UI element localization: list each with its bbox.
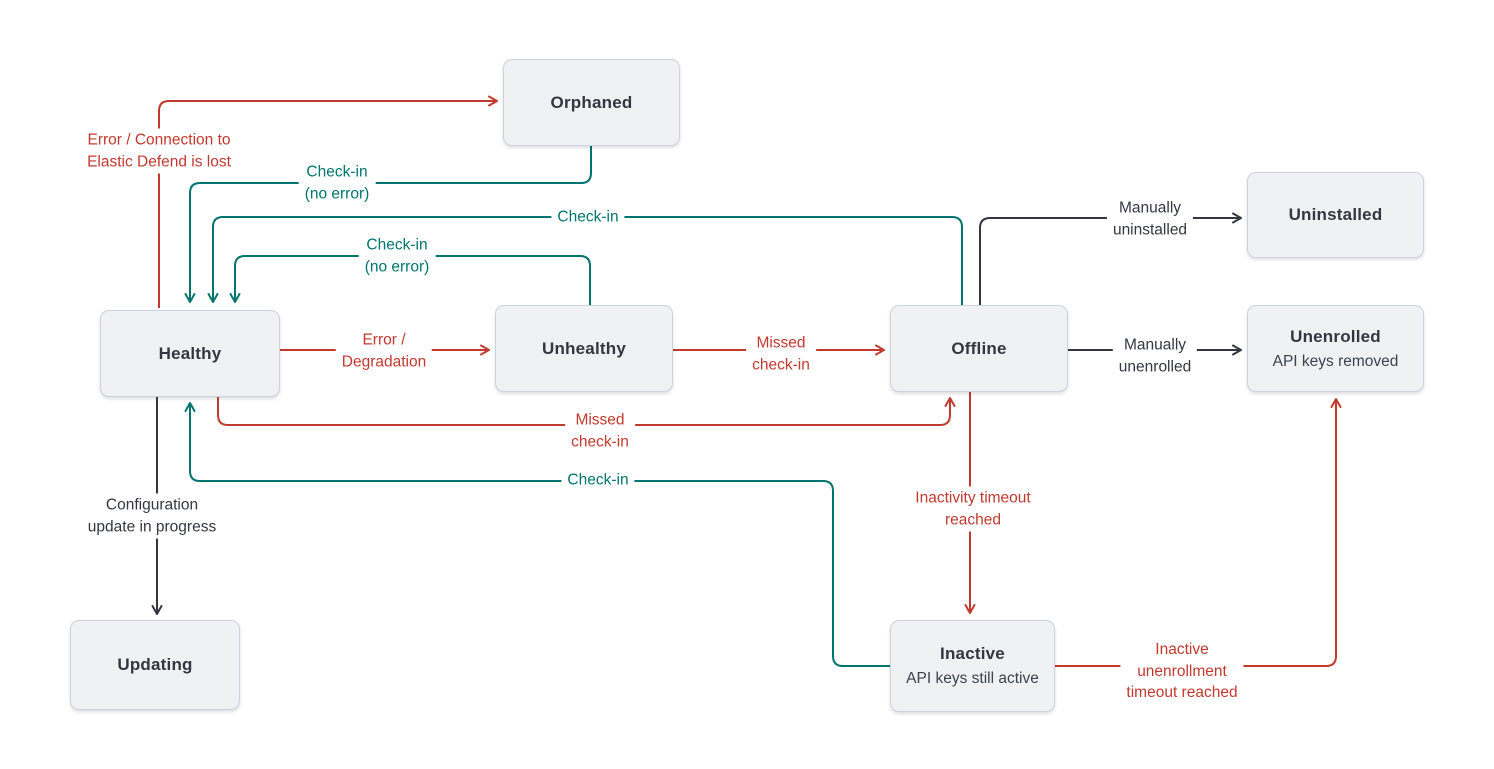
edge-label-line: Inactivity timeout [915,489,1031,507]
edge-label-line: (no error) [364,258,430,275]
edge-label-line: check-in [752,356,810,373]
edge-label-line: Check-in [366,236,428,254]
edge-offline-to-healthy [207,216,963,305]
edge-label-line: Manually [1123,336,1187,354]
edge-orphaned-to-healthy [184,146,592,303]
edge-label-line: Elastic Defend is lost [87,153,231,170]
node-inactive: Inactive API keys still active [890,620,1055,712]
edge-label-line: check-in [571,433,629,450]
edge-inactive-to-healthy [184,402,890,667]
edge-label-inactive-to-unenrolled: Inactive unenrollment timeout reached [1120,637,1244,705]
edge-label-line: Configuration [105,496,199,514]
edge-label-line: Missed [756,334,806,352]
edge-label-line: Degradation [341,353,427,370]
edge-label-line: unenrolled [1118,358,1192,375]
node-inactive-subtitle: API keys still active [906,670,1039,687]
node-unenrolled-title: Unenrolled [1290,326,1381,346]
edge-inactive-to-unenrolled [1055,398,1342,667]
edge-label-line: Check-in [567,471,629,489]
edge-label-offline-to-unenrolled: Manually unenrolled [1112,333,1198,379]
node-updating: Updating [70,620,240,710]
node-offline: Offline [890,305,1068,392]
edge-label-line: Error / Connection to [87,131,231,149]
edge-label-healthy-to-offline: Missed check-in [565,408,635,454]
edge-label-line: timeout reached [1126,683,1238,701]
edge-label-line: Error / [362,331,406,349]
node-unenrolled: Unenrolled API keys removed [1247,305,1424,392]
edge-label-line: unenrollment [1137,662,1227,680]
node-healthy: Healthy [100,310,280,397]
node-updating-title: Updating [117,655,193,674]
edge-label-line: Missed [575,411,625,429]
edge-label-offline-to-inactive: Inactivity timeout reached [909,486,1037,532]
node-inactive-title: Inactive [940,644,1005,663]
edge-label-orphaned-to-healthy: Check-in (no error) [298,160,376,206]
edge-label-line: uninstalled [1112,221,1188,238]
edge-label-healthy-to-unhealthy: Error / Degradation [335,328,433,374]
edge-label-line: Inactive [1155,640,1209,658]
node-offline-title: Offline [951,338,1007,358]
edge-label-unhealthy-to-offline: Missed check-in [746,331,816,377]
edge-label-healthy-to-updating: Configuration update in progress [81,493,223,539]
node-healthy-title: Healthy [158,343,222,363]
edge-label-inactive-to-healthy: Check-in [561,468,635,492]
edge-label-line: Manually [1118,199,1182,217]
edge-label-line: Check-in [306,163,368,181]
node-uninstalled: Uninstalled [1247,172,1424,258]
edge-healthy-to-orphaned [158,95,498,308]
edge-offline-to-uninstalled [979,212,1242,305]
edge-label-line: (no error) [304,185,370,202]
node-unenrolled-subtitle: API keys removed [1272,352,1399,370]
node-unhealthy: Unhealthy [495,305,673,392]
node-orphaned: Orphaned [503,59,680,146]
node-orphaned-title: Orphaned [550,92,633,112]
edge-label-offline-to-healthy: Check-in [551,205,625,229]
edge-label-line: Check-in [557,208,619,226]
edge-label-unhealthy-to-healthy: Check-in (no error) [358,233,436,279]
node-uninstalled-title: Uninstalled [1288,205,1383,224]
edge-label-line: update in progress [87,518,217,535]
edge-label-healthy-to-orphaned: Error / Connection to Elastic Defend is … [81,128,237,174]
node-unhealthy-title: Unhealthy [542,338,626,358]
edge-label-line: reached [944,511,1001,528]
edge-label-offline-to-uninstalled: Manually uninstalled [1106,196,1194,242]
